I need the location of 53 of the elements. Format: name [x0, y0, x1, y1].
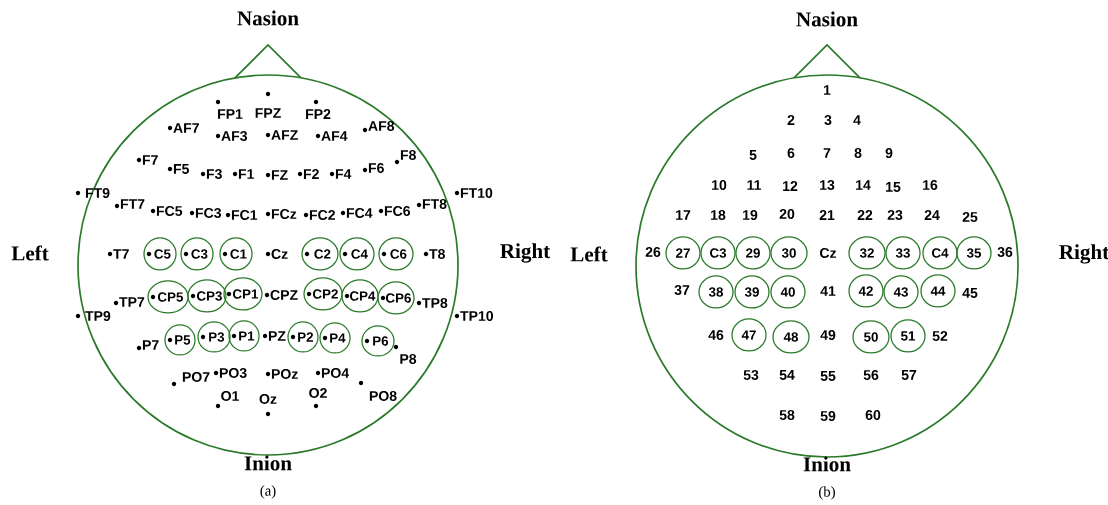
electrode-number: 4 [853, 115, 861, 125]
electrode-number: 58 [779, 410, 795, 420]
electrode-number: 21 [819, 210, 835, 220]
electrode-number: 25 [962, 212, 978, 222]
landmark-label: Nasion [237, 10, 299, 26]
electrode-number: 2 [787, 115, 795, 125]
electrode-number: 15 [886, 182, 901, 192]
electrode-number: 46 [708, 330, 724, 340]
electrode-number: 59 [820, 411, 836, 421]
electrode-number: 49 [820, 330, 836, 340]
landmark-label: Nasion [796, 11, 858, 27]
electrode-number: 57 [901, 370, 917, 380]
electrode-number: 60 [865, 410, 881, 420]
electrode-number: 20 [779, 209, 795, 219]
electrode-number: 11 [747, 180, 762, 190]
electrode-number: 22 [857, 210, 873, 220]
electrode-number: 23 [887, 210, 903, 220]
landmark-label: Right [500, 243, 551, 263]
electrode-number: 1 [824, 85, 831, 95]
electrode-number: 10 [712, 180, 727, 190]
landmark-label: Left [11, 245, 49, 261]
electrode-number: 14 [856, 180, 871, 190]
electrode-number: 13 [820, 180, 835, 190]
electrode-number: 5 [749, 150, 757, 160]
electrode-number: 3 [824, 115, 832, 125]
electrode-number: Cz [820, 248, 837, 258]
electrode-number: 37 [674, 285, 690, 295]
electrode-number: 24 [924, 210, 940, 220]
electrode-number: 12 [783, 181, 798, 191]
panel-caption: (b) [819, 486, 835, 500]
electrode-number: 52 [932, 331, 948, 341]
electrode-number: 36 [997, 247, 1013, 257]
electrode-number: 55 [820, 371, 836, 381]
electrode-number: 26 [645, 247, 661, 257]
electrode-number: 17 [676, 210, 691, 220]
electrode-number: 19 [743, 210, 758, 220]
electrode-number: 18 [711, 210, 726, 220]
head-outline [77, 43, 459, 456]
landmark-label: Left [570, 246, 608, 262]
electrode-number: 54 [779, 370, 795, 380]
electrode-number: 41 [820, 286, 836, 296]
head-outline [635, 43, 1019, 458]
electrode-number: 9 [885, 148, 893, 158]
landmark-label: Inion [803, 456, 851, 472]
landmark-label: Inion [244, 455, 292, 471]
electrode-number: 16 [923, 180, 938, 190]
electrode-number: 6 [787, 148, 795, 158]
electrode-number: 56 [863, 370, 879, 380]
electrode-number: 45 [962, 288, 978, 298]
electrode-number: 7 [823, 148, 831, 158]
panel-caption: (a) [260, 485, 276, 499]
electrode-number: 53 [743, 370, 759, 380]
electrode-number: 8 [854, 148, 862, 158]
